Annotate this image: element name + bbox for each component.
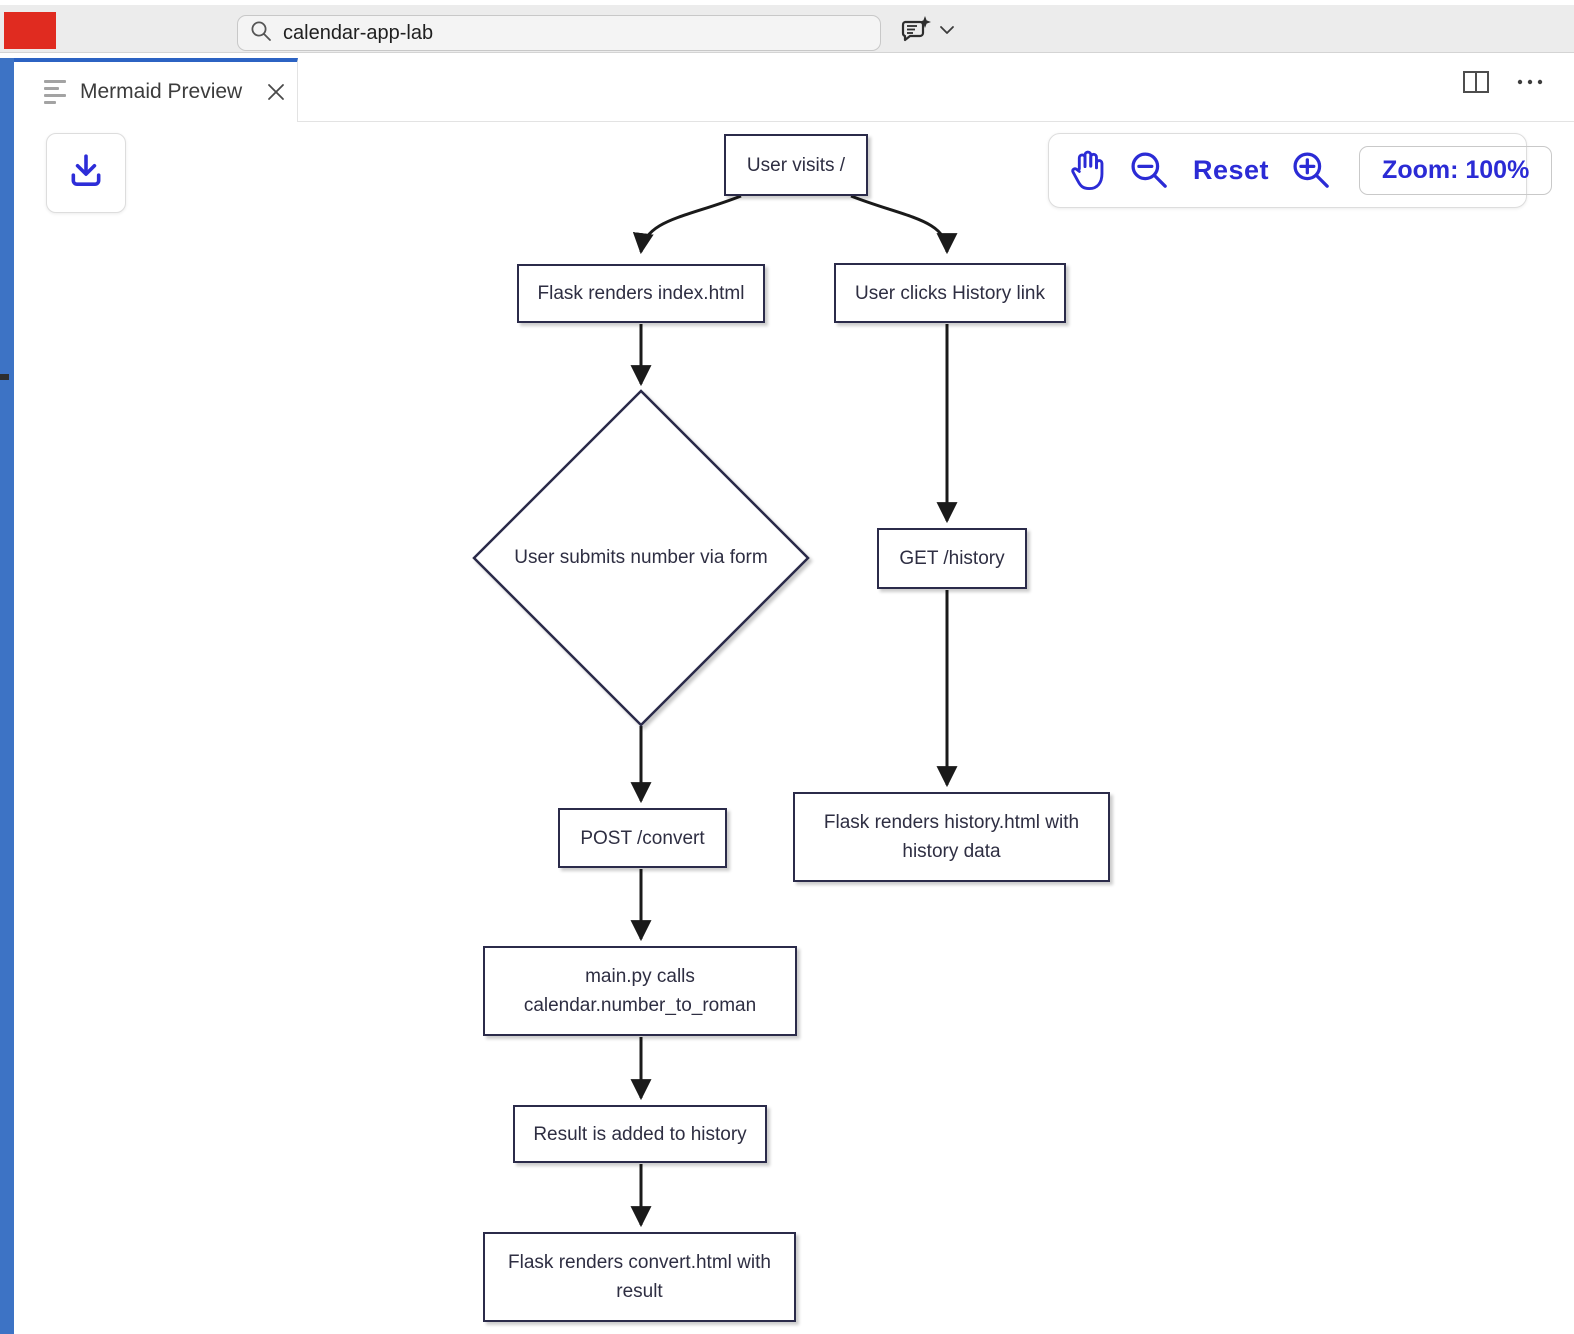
flow-node-user-visits[interactable]: User visits / bbox=[724, 134, 868, 196]
flow-node-flask-convert[interactable]: Flask renders convert.html with result bbox=[483, 1232, 796, 1322]
flow-node-post-convert[interactable]: POST /convert bbox=[558, 808, 727, 868]
copilot-chat-icon[interactable] bbox=[900, 15, 932, 45]
more-actions-icon[interactable] bbox=[1516, 77, 1544, 87]
flow-node-history-link[interactable]: User clicks History link bbox=[834, 263, 1066, 323]
flow-node-result-history[interactable]: Result is added to history bbox=[513, 1105, 767, 1163]
panel-focus-stripe bbox=[0, 58, 14, 1334]
tabbar-bottom-border bbox=[298, 121, 1574, 122]
chevron-down-icon[interactable] bbox=[938, 24, 956, 36]
flow-node-submit-form-label: User submits number via form bbox=[514, 547, 768, 568]
flow-node-flask-history[interactable]: Flask renders history.html with history … bbox=[793, 792, 1110, 882]
pan-hand-icon[interactable] bbox=[1067, 149, 1107, 193]
search-input[interactable] bbox=[281, 20, 868, 46]
download-button[interactable] bbox=[46, 133, 126, 213]
reset-button[interactable]: Reset bbox=[1193, 155, 1270, 185]
tab-title: Mermaid Preview bbox=[80, 80, 243, 103]
red-annotation-block bbox=[4, 12, 56, 49]
tab-mermaid-preview[interactable]: Mermaid Preview bbox=[14, 58, 298, 122]
command-search-box[interactable] bbox=[237, 15, 881, 51]
download-icon bbox=[67, 152, 105, 195]
titlebar bbox=[0, 5, 1574, 53]
zoom-level-badge[interactable]: Zoom: 100% bbox=[1359, 146, 1553, 195]
zoom-out-icon[interactable] bbox=[1129, 150, 1171, 192]
search-icon bbox=[250, 20, 272, 47]
flow-node-mainpy-call[interactable]: main.py calls calendar.number_to_roman bbox=[483, 946, 797, 1036]
flow-node-flask-index[interactable]: Flask renders index.html bbox=[517, 264, 765, 323]
flow-node-get-history[interactable]: GET /history bbox=[877, 528, 1027, 589]
outline-list-icon bbox=[44, 80, 66, 104]
pan-zoom-toolbar: Reset Zoom: 100% bbox=[1048, 133, 1553, 208]
close-icon[interactable] bbox=[266, 82, 286, 102]
split-editor-icon[interactable] bbox=[1462, 70, 1490, 94]
stripe-mark bbox=[0, 374, 9, 380]
zoom-in-icon[interactable] bbox=[1291, 150, 1333, 192]
